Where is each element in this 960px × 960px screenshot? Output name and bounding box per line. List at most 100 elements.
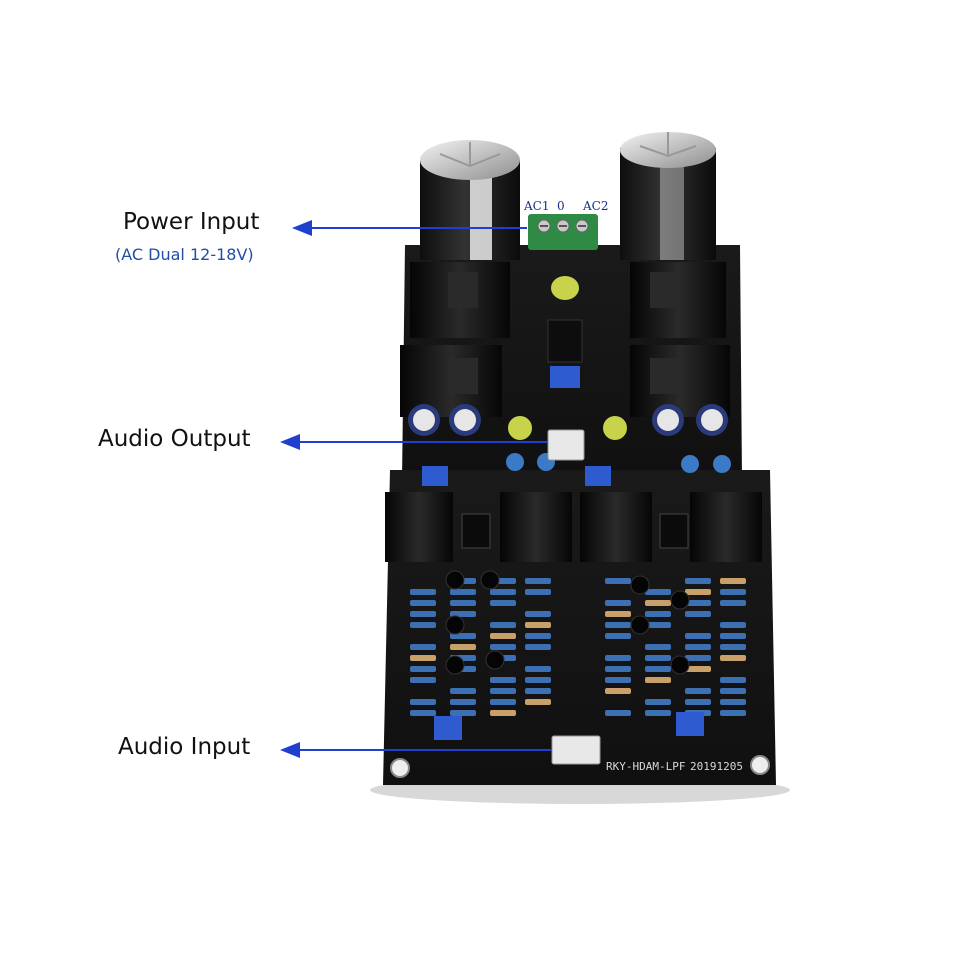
audio-input-label: Audio Input	[118, 734, 251, 760]
terminal-label-zero: 0	[557, 199, 565, 213]
pcb-lower	[383, 470, 776, 785]
resistor	[685, 688, 711, 694]
resistor	[525, 666, 551, 672]
resistor	[450, 699, 476, 705]
resistor	[645, 622, 671, 628]
resistor	[490, 677, 516, 683]
resistor	[685, 633, 711, 639]
resistor	[605, 622, 631, 628]
resistor	[410, 677, 436, 683]
resistor	[490, 644, 516, 650]
resistor	[720, 633, 746, 639]
resistor	[605, 710, 631, 716]
resistor	[490, 688, 516, 694]
heatsinks-upper	[400, 262, 730, 417]
resistor	[645, 600, 671, 606]
mid-capacitors-right	[585, 404, 731, 486]
resistor	[450, 710, 476, 716]
resistor	[720, 699, 746, 705]
resistor	[685, 600, 711, 606]
resistor	[490, 710, 516, 716]
resistor	[450, 611, 476, 617]
left-arrow-icon	[280, 434, 547, 450]
resistor	[685, 611, 711, 617]
resistor	[490, 699, 516, 705]
audio-input-connector	[551, 735, 601, 765]
resistor	[720, 710, 746, 716]
resistor	[525, 677, 551, 683]
center-ic	[547, 319, 583, 363]
left-arrow-icon	[292, 220, 527, 236]
resistor	[450, 589, 476, 595]
resistor	[685, 699, 711, 705]
terminal-label-ac1: AC1	[523, 199, 549, 213]
resistor	[645, 655, 671, 661]
resistor	[685, 644, 711, 650]
transistor	[445, 655, 465, 675]
resistor	[645, 710, 671, 716]
resistor	[490, 633, 516, 639]
resistor	[525, 633, 551, 639]
resistor	[720, 578, 746, 584]
center-trimmer	[550, 366, 580, 388]
resistor	[605, 677, 631, 683]
left-arrow-icon	[280, 742, 551, 758]
resistor	[490, 622, 516, 628]
heatsinks-lower	[385, 492, 762, 562]
resistor	[645, 644, 671, 650]
resistor	[720, 600, 746, 606]
resistor	[645, 677, 671, 683]
board-date-text: 20191205	[690, 760, 743, 773]
resistor	[720, 688, 746, 694]
resistor	[605, 655, 631, 661]
terminal-label-ac2: AC2	[582, 199, 608, 213]
resistor	[410, 655, 436, 661]
resistor	[450, 644, 476, 650]
audio-output-connector	[547, 429, 585, 461]
resistor	[605, 688, 631, 694]
large-capacitor-right	[620, 132, 716, 260]
resistor	[685, 655, 711, 661]
resistor	[720, 622, 746, 628]
resistor	[720, 589, 746, 595]
resistor	[525, 611, 551, 617]
resistor	[605, 666, 631, 672]
small-cap-yellow	[551, 276, 579, 300]
resistor	[410, 589, 436, 595]
resistor-array	[410, 570, 746, 716]
resistor	[450, 600, 476, 606]
mount-hole	[750, 755, 770, 775]
transistor	[630, 615, 650, 635]
resistor	[605, 633, 631, 639]
resistor	[450, 633, 476, 639]
resistor	[490, 600, 516, 606]
mid-capacitors-left	[408, 404, 555, 486]
resistor	[720, 677, 746, 683]
resistor	[685, 666, 711, 672]
transistor	[670, 655, 690, 675]
resistor	[605, 600, 631, 606]
transistor	[445, 570, 465, 590]
resistor	[525, 578, 551, 584]
resistor	[605, 611, 631, 617]
power-terminal-block	[528, 214, 598, 250]
resistor	[605, 578, 631, 584]
resistor	[525, 644, 551, 650]
resistor	[450, 688, 476, 694]
large-capacitor-left	[420, 140, 520, 260]
transistor	[670, 590, 690, 610]
resistor	[525, 699, 551, 705]
resistor	[410, 611, 436, 617]
resistor	[525, 622, 551, 628]
resistor	[525, 688, 551, 694]
resistor	[645, 589, 671, 595]
resistor	[720, 655, 746, 661]
resistor	[720, 644, 746, 650]
power-input-label: Power Input	[123, 209, 260, 235]
resistor	[685, 589, 711, 595]
resistor	[410, 666, 436, 672]
audio-output-label: Audio Output	[98, 426, 251, 452]
resistor	[525, 589, 551, 595]
resistor	[685, 578, 711, 584]
